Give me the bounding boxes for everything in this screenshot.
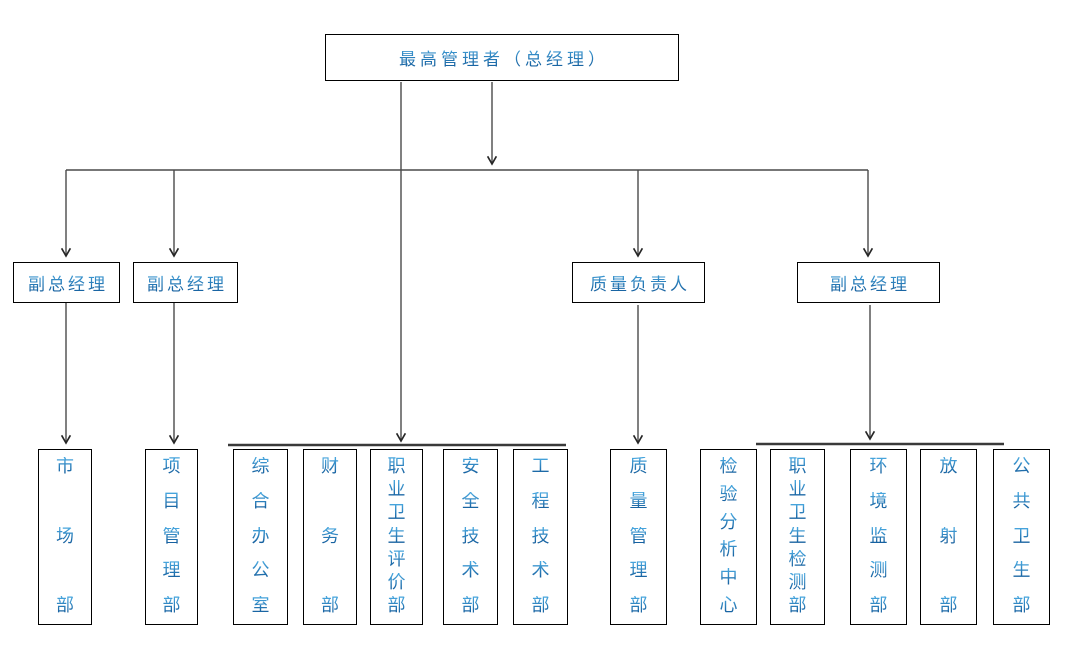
dept-label-char: 综 (251, 456, 270, 476)
dept-label-char: 目 (162, 490, 181, 511)
dept-label-char: 部 (461, 595, 480, 616)
dept-label-char: 测 (788, 571, 807, 592)
dept-label-char: 验 (719, 483, 738, 504)
node-deputy-gm-2[interactable]: 副总经理 (133, 262, 238, 303)
dept-label-char: 境 (869, 490, 888, 511)
dept-label-char: 公 (1012, 456, 1031, 476)
dept-label-char: 分 (719, 511, 738, 532)
dept-inspection-analysis-center[interactable]: 检验分析中心 (700, 449, 757, 625)
dept-label-char: 部 (1012, 595, 1031, 616)
dept-general-office[interactable]: 综合办公室 (233, 449, 288, 625)
dept-occupational-health-testing[interactable]: 职业卫生检测部 (770, 449, 825, 625)
dept-label-char: 部 (869, 595, 888, 616)
node-top-manager-label: 最高管理者（总经理） (395, 45, 609, 70)
dept-label-char: 管 (629, 525, 648, 546)
dept-label-char: 部 (162, 595, 181, 616)
dept-label-char: 部 (788, 595, 807, 616)
dept-label-char: 办 (251, 525, 270, 546)
dept-label-char: 检 (788, 548, 807, 569)
dept-label-char: 生 (387, 525, 406, 546)
dept-engineering-technology[interactable]: 工程技术部 (513, 449, 568, 625)
dept-quality-management[interactable]: 质量管理部 (610, 449, 667, 625)
dept-safety-technology[interactable]: 安全技术部 (443, 449, 498, 625)
node-quality-director[interactable]: 质量负责人 (572, 262, 705, 303)
dept-label-char: 职 (387, 456, 406, 476)
dept-label-char: 工 (531, 456, 550, 476)
dept-label-char: 测 (869, 560, 888, 581)
dept-label-char: 质 (629, 456, 648, 476)
dept-label-char: 生 (1012, 560, 1031, 581)
dept-label-char: 生 (788, 525, 807, 546)
dept-market[interactable]: 市场部 (38, 449, 92, 625)
dept-label-char: 部 (321, 595, 339, 616)
dept-label-char: 术 (461, 560, 480, 581)
node-deputy-gm-3[interactable]: 副总经理 (797, 262, 940, 303)
dept-label-char: 务 (321, 525, 339, 546)
dept-label-char: 安 (461, 456, 480, 476)
dept-label-char: 部 (939, 595, 958, 616)
node-deputy-gm-2-label: 副总经理 (144, 270, 227, 295)
dept-label-char: 中 (719, 567, 738, 588)
dept-public-health[interactable]: 公共卫生部 (993, 449, 1050, 625)
dept-label-char: 卫 (1012, 525, 1031, 546)
dept-label-char: 术 (531, 560, 550, 581)
dept-label-char: 管 (162, 525, 181, 546)
dept-label-char: 技 (531, 525, 550, 546)
dept-label-char: 技 (461, 525, 480, 546)
dept-occupational-health-evaluation[interactable]: 职业卫生评价部 (370, 449, 423, 625)
node-top-manager[interactable]: 最高管理者（总经理） (325, 34, 679, 81)
dept-label-char: 评 (387, 548, 406, 569)
dept-environmental-monitoring[interactable]: 环境监测部 (850, 449, 907, 625)
dept-label-char: 职 (788, 456, 807, 476)
dept-label-char: 部 (531, 595, 550, 616)
dept-label-char: 卫 (788, 502, 807, 523)
dept-label-char: 市 (56, 456, 74, 476)
dept-label-char: 部 (56, 595, 74, 616)
dept-label-char: 量 (629, 490, 648, 511)
dept-label-char: 业 (387, 479, 406, 500)
dept-label-char: 检 (719, 456, 738, 476)
node-quality-director-label: 质量负责人 (587, 270, 690, 295)
dept-label-char: 业 (788, 479, 807, 500)
node-deputy-gm-3-label: 副总经理 (827, 270, 910, 295)
dept-label-char: 监 (869, 525, 888, 546)
dept-label-char: 射 (939, 525, 958, 546)
dept-label-char: 析 (719, 539, 738, 560)
dept-label-char: 部 (387, 595, 406, 616)
dept-label-char: 项 (162, 456, 181, 476)
dept-label-char: 环 (869, 456, 888, 476)
dept-label-char: 公 (251, 560, 270, 581)
dept-label-char: 理 (629, 560, 648, 581)
dept-label-char: 理 (162, 560, 181, 581)
dept-finance[interactable]: 财务部 (303, 449, 357, 625)
dept-label-char: 程 (531, 490, 550, 511)
dept-label-char: 场 (56, 525, 74, 546)
node-deputy-gm-1-label: 副总经理 (25, 270, 108, 295)
dept-label-char: 价 (387, 571, 406, 592)
dept-label-char: 财 (321, 456, 339, 476)
dept-label-char: 部 (629, 595, 648, 616)
dept-label-char: 共 (1012, 490, 1031, 511)
dept-label-char: 合 (251, 490, 270, 511)
dept-label-char: 卫 (387, 502, 406, 523)
dept-project-management[interactable]: 项目管理部 (145, 449, 198, 625)
node-deputy-gm-1[interactable]: 副总经理 (13, 262, 120, 303)
dept-radiation[interactable]: 放射部 (920, 449, 977, 625)
dept-label-char: 放 (939, 456, 958, 476)
dept-label-char: 全 (461, 490, 480, 511)
dept-label-char: 心 (719, 595, 738, 616)
dept-label-char: 室 (251, 595, 270, 616)
